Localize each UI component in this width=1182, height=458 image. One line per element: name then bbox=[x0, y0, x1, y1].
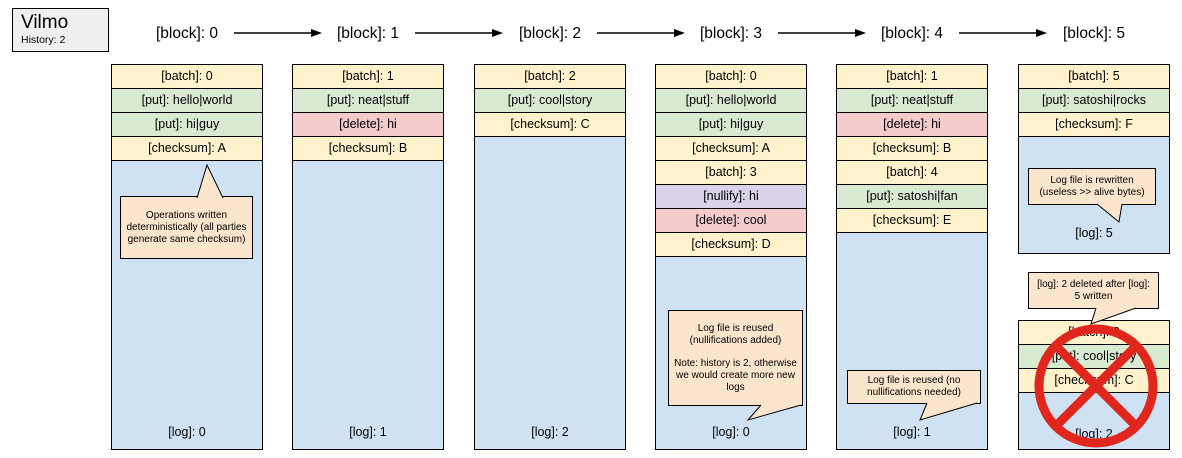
block-column-1: [batch]: 1 [put]: neat|stuff [delete]: h… bbox=[292, 64, 444, 450]
log-file-box: [log]: 1 bbox=[292, 160, 444, 450]
block-column-4: [batch]: 1 [put]: neat|stuff [delete]: h… bbox=[836, 64, 988, 450]
put-row: [put]: satoshi|fan bbox=[836, 184, 988, 209]
callout-tail-icon bbox=[1090, 307, 1137, 325]
delete-row: [delete]: hi bbox=[292, 112, 444, 137]
system-title: Vilmo bbox=[21, 12, 69, 33]
delete-row: [delete]: cool bbox=[655, 208, 807, 233]
block-header-4: [block]: 4 bbox=[880, 25, 944, 42]
log-label: [log]: 0 bbox=[168, 425, 206, 439]
put-row: [put]: neat|stuff bbox=[292, 88, 444, 113]
note-callout: Log file is rewritten (useless >> alive … bbox=[1028, 168, 1156, 223]
checksum-row: [checksum]: B bbox=[836, 136, 988, 161]
flow-arrow-icon bbox=[234, 29, 322, 37]
checksum-row: [checksum]: F bbox=[1018, 112, 1170, 137]
batch-row: [batch]: 4 bbox=[836, 160, 988, 185]
note-text: Log file is reused (no nullifications ne… bbox=[867, 375, 961, 398]
note-callout: Log file is reused (nullifications added… bbox=[668, 310, 803, 421]
flow-arrow-icon bbox=[597, 29, 685, 37]
note-callout: Operations written deterministically (al… bbox=[120, 163, 253, 259]
callout-tail-icon bbox=[919, 402, 978, 421]
block-column-5: [batch]: 5 [put]: satoshi|rocks [checksu… bbox=[1018, 64, 1170, 254]
flow-arrow-icon bbox=[959, 29, 1047, 37]
note-callout: [log]: 2 deleted after [log]: 5 written bbox=[1028, 272, 1159, 325]
log-label: [log]: 0 bbox=[712, 425, 750, 439]
callout-tail-icon bbox=[196, 163, 224, 199]
system-info-card: Vilmo History: 2 bbox=[12, 8, 109, 52]
batch-row: [batch]: 0 bbox=[655, 64, 807, 89]
nullify-row: [nullify]: hi bbox=[655, 184, 807, 209]
batch-row: [batch]: 1 bbox=[292, 64, 444, 89]
block-header-3: [block]: 3 bbox=[699, 25, 763, 42]
put-row: [put]: cool|story bbox=[474, 88, 626, 113]
note-text: [log]: 2 deleted after [log]: 5 written bbox=[1037, 278, 1150, 302]
batch-row: [batch]: 0 bbox=[111, 64, 263, 89]
block-header-2: [block]: 2 bbox=[518, 25, 582, 42]
batch-row: [batch]: 5 bbox=[1018, 64, 1170, 89]
checksum-row: [checksum]: A bbox=[111, 136, 263, 161]
log-label: [log]: 2 bbox=[531, 425, 569, 439]
note-text: Operations written deterministically (al… bbox=[126, 209, 247, 245]
log-file-box: Log file is reused (nullifications added… bbox=[655, 256, 807, 450]
log-file-box: Operations written deterministically (al… bbox=[111, 160, 263, 450]
checksum-row: [checksum]: B bbox=[292, 136, 444, 161]
put-row: [put]: neat|stuff bbox=[836, 88, 988, 113]
put-row: [put]: hello|world bbox=[111, 88, 263, 113]
put-row: [put]: hello|world bbox=[655, 88, 807, 113]
block-header-5: [block]: 5 bbox=[1062, 25, 1126, 42]
note-text: Log file is reused (nullifications added… bbox=[689, 322, 782, 346]
block-header-1: [block]: 1 bbox=[336, 25, 400, 42]
note-text: Log file is rewritten (useless >> alive … bbox=[1039, 174, 1145, 198]
log-label: [log]: 1 bbox=[893, 425, 931, 439]
put-row: [put]: satoshi|rocks bbox=[1018, 88, 1170, 113]
checksum-row: [checksum]: D bbox=[655, 232, 807, 257]
log-file-box: Log file is rewritten (useless >> alive … bbox=[1018, 136, 1170, 254]
flow-arrow-icon bbox=[415, 29, 503, 37]
checksum-row: [checksum]: A bbox=[655, 136, 807, 161]
log-file-box: Log file is reused (no nullifications ne… bbox=[836, 232, 988, 450]
checksum-row: [checksum]: E bbox=[836, 208, 988, 233]
block-column-0: [batch]: 0 [put]: hello|world [put]: hi|… bbox=[111, 64, 263, 450]
put-row: [put]: hi|guy bbox=[655, 112, 807, 137]
checksum-row: [checksum]: C bbox=[474, 112, 626, 137]
log-label: [log]: 1 bbox=[349, 425, 387, 439]
put-row: [put]: hi|guy bbox=[111, 112, 263, 137]
prohibited-icon bbox=[1034, 324, 1158, 448]
callout-tail-icon bbox=[746, 404, 802, 421]
note-text: Note: history is 2, otherwise we would c… bbox=[674, 357, 797, 393]
callout-tail-icon bbox=[1096, 203, 1123, 223]
block-column-3: [batch]: 0 [put]: hello|world [put]: hi|… bbox=[655, 64, 807, 450]
delete-row: [delete]: hi bbox=[836, 112, 988, 137]
block-column-2: [batch]: 2 [put]: cool|story [checksum]:… bbox=[474, 64, 626, 450]
flow-arrow-icon bbox=[778, 29, 866, 37]
batch-row: [batch]: 2 bbox=[474, 64, 626, 89]
system-history: History: 2 bbox=[21, 34, 66, 46]
batch-row: [batch]: 3 bbox=[655, 160, 807, 185]
log-label: [log]: 5 bbox=[1075, 226, 1113, 240]
batch-row: [batch]: 1 bbox=[836, 64, 988, 89]
log-file-box: [log]: 2 bbox=[474, 136, 626, 450]
block-header-0: [block]: 0 bbox=[155, 25, 219, 42]
note-callout: Log file is reused (no nullifications ne… bbox=[847, 370, 981, 421]
